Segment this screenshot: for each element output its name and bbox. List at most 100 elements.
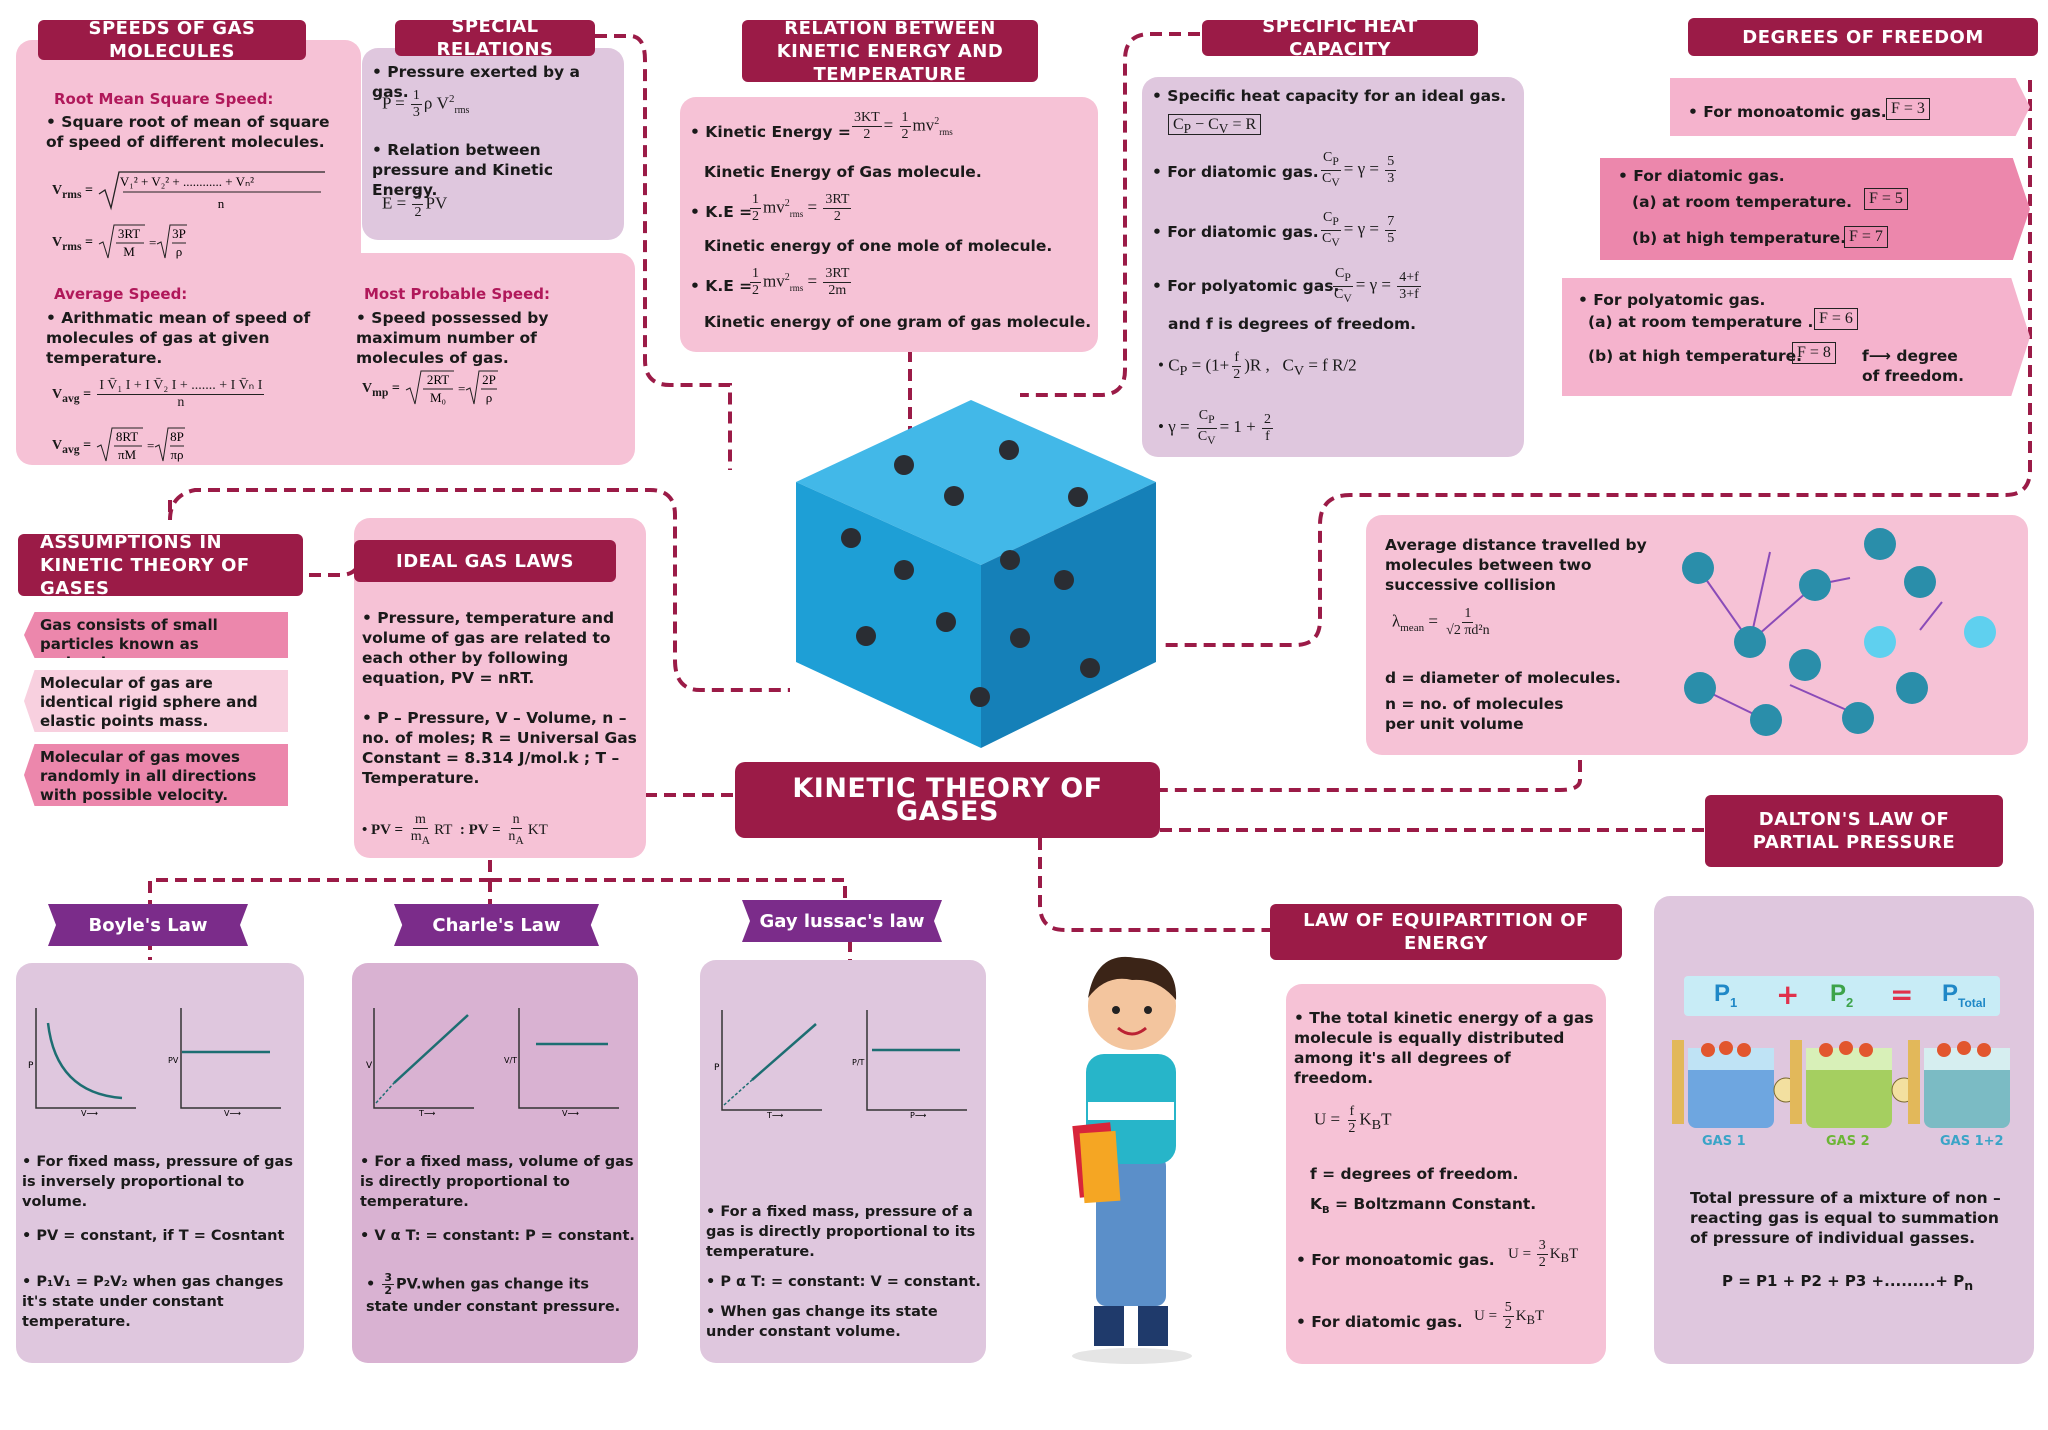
mfp-n: n = no. of molecules per unit volume — [1385, 695, 1564, 733]
svg-text:T⟶: T⟶ — [766, 1111, 784, 1120]
svg-text:PV: PV — [168, 1056, 179, 1065]
gay-l2: • P α T: = constant: V = constant. — [706, 1274, 981, 1290]
dof-poly-text: • For polyatomic gas. — [1578, 291, 1766, 309]
equip-di: • For diatomic gas. — [1296, 1313, 1463, 1331]
svg-text:8P: 8P — [170, 429, 184, 444]
gas-jars-illustration — [1672, 1040, 2010, 1128]
charles-graphs: VT⟶ V/TV⟶ — [366, 1008, 619, 1118]
mfp-l1: Average distance travelled by molecules … — [1385, 536, 1647, 594]
rms-heading: Root Mean Square Speed: — [54, 90, 274, 108]
ke-l2: Kinetic Energy of Gas molecule. — [704, 163, 982, 181]
boyle-graphs: P V⟶ PV V⟶ — [28, 1008, 281, 1118]
ke-l1: • Kinetic Energy = — [690, 123, 851, 141]
charles-title: Charle's Law — [394, 904, 599, 946]
dof-poly-b: (b) at high temperature. — [1588, 347, 1803, 365]
svg-text:ρ: ρ — [176, 244, 183, 259]
gas12-label: GAS 1+2 — [1940, 1134, 2004, 1149]
svg-text:ρ: ρ — [486, 390, 493, 405]
equip-panel — [1286, 984, 1606, 1364]
svg-text:3RT: 3RT — [118, 226, 140, 241]
dof-poly — [1562, 278, 2030, 396]
dof-mono-f: F = 3 — [1886, 98, 1930, 120]
dof-poly-note: f⟶ degree of freedom. — [1862, 347, 1964, 385]
svg-text:V₁² + V₂² + ............ + Vₙ²: V₁² + V₂² + ............ + Vₙ² — [120, 174, 254, 189]
gay-l3: • When gas change its state under consta… — [706, 1304, 938, 1340]
ideal-l1: • Pressure, temperature and volume of ga… — [362, 609, 615, 687]
svg-text:P: P — [714, 1063, 720, 1073]
dalton-p2: P2 — [1830, 980, 1854, 1010]
svg-text:M₀: M₀ — [430, 390, 446, 405]
avg-formula-1: Vavg = I V̄₁ I + I V̄₂ I + ....... + I V… — [52, 378, 265, 410]
ideal-title: IDEAL GAS LAWS — [354, 540, 616, 582]
ke-l4: Kinetic energy of one mole of molecule. — [704, 237, 1053, 255]
svg-text:2RT: 2RT — [427, 372, 449, 387]
dalton-equation-bar — [1684, 976, 2000, 1016]
molecule-collision-illustration — [1682, 528, 1996, 736]
svg-text:=: = — [458, 381, 465, 396]
dof-poly-b-f: F = 8 — [1792, 342, 1836, 364]
special-panel — [362, 48, 624, 240]
equip-kb: KB = Boltzmann Constant. — [1310, 1195, 1537, 1217]
dof-di — [1600, 158, 2030, 260]
svg-text:V⟶: V⟶ — [224, 1109, 241, 1118]
special-l1: • Pressure exerted by a gas. — [372, 63, 580, 101]
svg-text:P: P — [28, 1061, 34, 1071]
special-title: SPECIAL RELATIONS — [395, 16, 595, 60]
svg-text:2P: 2P — [482, 372, 496, 387]
special-l2: • Relation between pressure and Kinetic … — [372, 141, 554, 199]
svg-text:=: = — [149, 235, 156, 250]
speeds-title: SPEEDS OF GAS MOLECULES — [38, 18, 306, 62]
ke-l5: • K.E = — [690, 277, 753, 295]
dalton-title: DALTON'S LAW OF PARTIAL PRESSURE — [1705, 795, 2003, 867]
heat-f1: CP − CV = R — [1168, 114, 1262, 137]
gas-cube-illustration — [796, 400, 1156, 748]
gas1-label: GAS 1 — [1702, 1134, 1746, 1149]
gay-graphs: P T⟶ P/T P⟶ — [714, 1010, 967, 1120]
dof-poly-a: (a) at room temperature . — [1588, 313, 1814, 331]
avg-heading: Average Speed: — [54, 285, 188, 303]
boyle-l1: • For fixed mass, pressure of gas is inv… — [22, 1154, 293, 1210]
dof-title: DEGREES OF FREEDOM — [1688, 18, 2038, 56]
svg-text:πρ: πρ — [171, 447, 184, 462]
boyle-l2: • PV = constant, if T = Cosntant — [22, 1228, 285, 1244]
heat-panel — [1142, 77, 1524, 457]
dalton-desc: Total pressure of a mixture of non – rea… — [1690, 1189, 2001, 1247]
equip-l1: • The total kinetic energy of a gas mole… — [1294, 1009, 1594, 1087]
mfp-d: d = diameter of molecules. — [1385, 669, 1621, 687]
central-title: KINETIC THEORY OF GASES — [735, 762, 1160, 838]
svg-text:=: = — [147, 438, 154, 453]
mfp-formula: λmean = 1√2 πd²n — [1392, 606, 1490, 638]
plus-icon: + — [1776, 978, 1800, 1011]
svg-text:V⟶: V⟶ — [81, 1109, 98, 1118]
charles-panel — [352, 963, 638, 1363]
dalton-panel — [1654, 896, 2034, 1364]
dof-di-a-f: F = 5 — [1864, 188, 1908, 210]
rms-formula-1: Vrms = V₁² + V₂² + ............ + Vₙ² n — [52, 168, 327, 212]
svg-text:T⟶: T⟶ — [418, 1109, 436, 1118]
gas2-label: GAS 2 — [1826, 1134, 1870, 1149]
assumption-3: Molecular of gas moves randomly in all d… — [24, 744, 288, 806]
svg-text:M: M — [124, 244, 136, 259]
mp-heading: Most Probable Speed: — [364, 285, 551, 303]
svg-text:P/T: P/T — [852, 1058, 865, 1067]
svg-text:V/T: V/T — [504, 1056, 517, 1065]
equip-mono: • For monoatomic gas. — [1296, 1251, 1495, 1269]
dof-di-a: (a) at room temperature. — [1632, 193, 1853, 211]
gay-title: Gay lussac's law — [742, 900, 942, 942]
heat-l2: • For diatomic gas. — [1152, 163, 1319, 181]
svg-text:P⟶: P⟶ — [910, 1111, 927, 1120]
dof-mono-text: • For monoatomic gas. — [1688, 103, 1887, 121]
svg-text:V⟶: V⟶ — [562, 1109, 579, 1118]
